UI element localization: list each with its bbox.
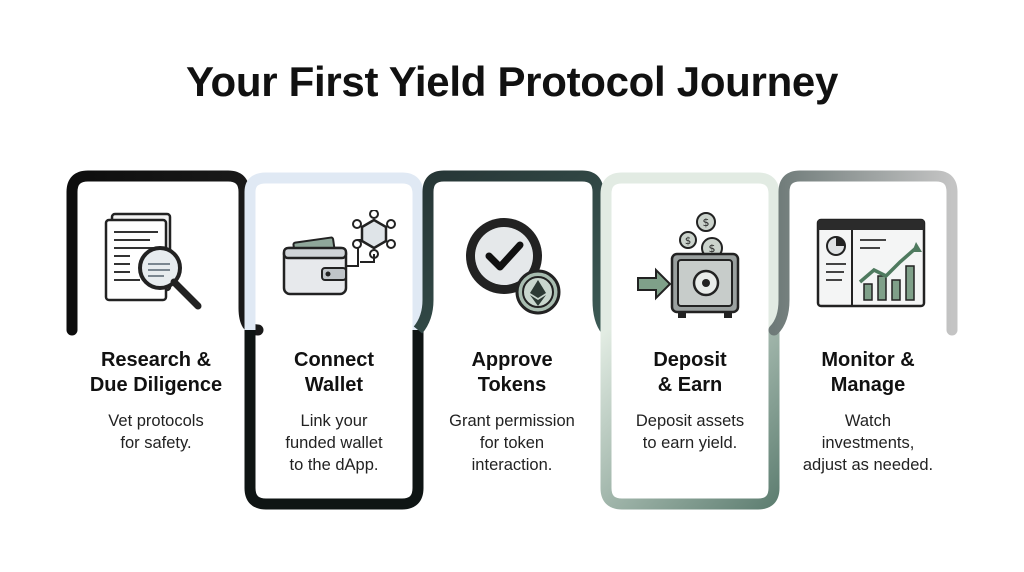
step-description: Grant permission for token interaction. <box>424 410 600 476</box>
step-desc-line: Vet protocols <box>108 412 204 430</box>
step-title-line: Monitor & <box>821 349 915 371</box>
svg-text:$: $ <box>703 216 710 229</box>
step-title-line: Deposit <box>653 349 727 371</box>
step-title: Monitor & Manage <box>780 348 956 398</box>
card-outline-4a <box>600 172 780 330</box>
step-desc-line: Link your <box>300 412 368 430</box>
step-description: Watch investments, adjust as needed. <box>780 410 956 476</box>
document-magnifier-icon <box>104 212 202 310</box>
card-outline-3 <box>413 170 611 334</box>
step-desc-line: investments, <box>821 434 915 452</box>
step-desc-line: adjust as needed. <box>802 456 934 474</box>
step-desc-line: interaction. <box>471 456 553 474</box>
svg-text:$: $ <box>709 242 716 255</box>
step-description: Vet protocols for safety. <box>68 410 244 454</box>
wallet-blockchain-icon <box>282 210 396 296</box>
step-desc-line: Grant permission <box>449 412 575 430</box>
step-title-line: & Earn <box>657 374 723 396</box>
checkmark-token-icon <box>466 218 561 315</box>
step-desc-line: for token <box>479 434 545 452</box>
step-title-line: Approve <box>471 349 553 371</box>
step-title-line: Research & <box>100 349 212 371</box>
step-desc-line: to the dApp. <box>289 456 379 474</box>
card-outline-4b <box>600 330 780 510</box>
card-outline-2b <box>244 330 424 510</box>
step-title: Connect Wallet <box>246 348 422 398</box>
card-outline-2 <box>244 172 424 330</box>
svg-text:$: $ <box>685 236 691 247</box>
diagram-title: Your First Yield Protocol Journey <box>185 58 839 105</box>
step-title: Deposit & Earn <box>602 348 778 398</box>
step-title-line: Wallet <box>304 374 364 396</box>
step-title: Approve Tokens <box>424 348 600 398</box>
step-title-line: Manage <box>830 374 906 396</box>
card-outline-5 <box>768 170 958 336</box>
step-desc-line: Deposit assets <box>635 412 745 430</box>
step-desc-line: to earn yield. <box>642 434 738 452</box>
step-desc-line: funded wallet <box>285 434 383 452</box>
step-title-line: Due Diligence <box>89 374 223 396</box>
step-description: Deposit assets to earn yield. <box>602 410 778 454</box>
step-description: Link your funded wallet to the dApp. <box>246 410 422 476</box>
step-title: Research & Due Diligence <box>68 348 244 398</box>
step-desc-line: Watch <box>844 412 892 430</box>
step-title-line: Connect <box>294 349 374 371</box>
dashboard-chart-icon <box>816 218 926 308</box>
step-title-line: Tokens <box>477 374 547 396</box>
safe-deposit-icon: $ $ $ <box>637 212 740 318</box>
step-desc-line: for safety. <box>120 434 192 452</box>
